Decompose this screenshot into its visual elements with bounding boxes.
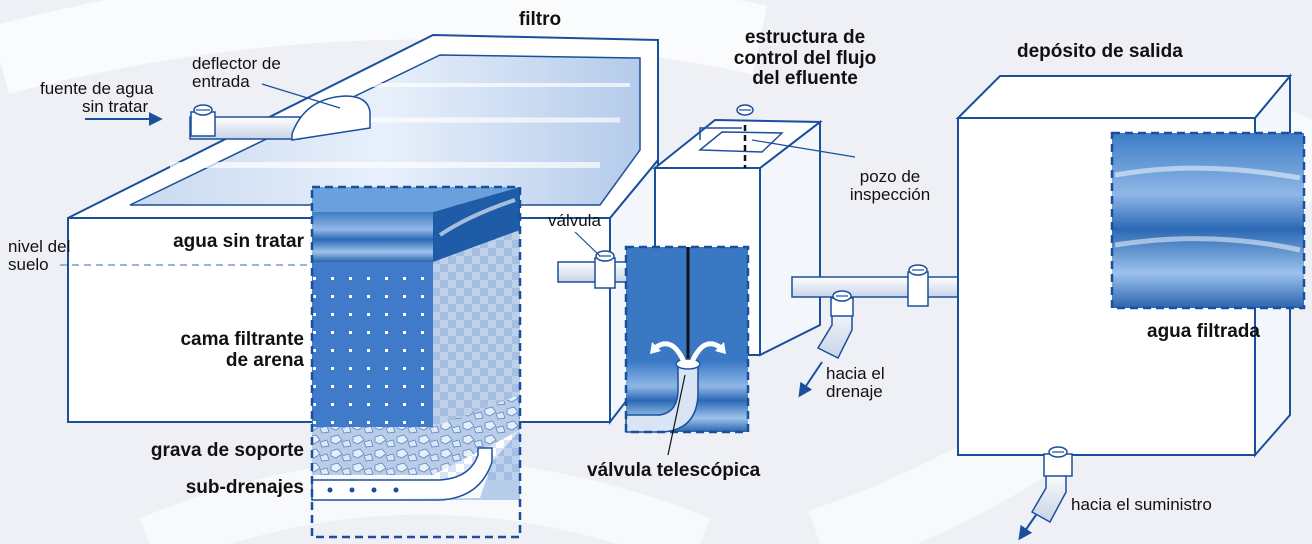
inlet-deflector	[291, 95, 371, 141]
telescopic-valve-cutaway	[624, 245, 750, 434]
support-gravel-layer	[312, 427, 433, 475]
valve-wheel-icon	[594, 250, 616, 289]
ground-level-label: nivel del suelo	[8, 237, 71, 275]
inlet-pipe	[85, 95, 371, 141]
label-line: drenaje	[826, 382, 883, 402]
label-line: cama filtrante	[180, 329, 304, 350]
to-supply-label: hacia el suministro	[1071, 495, 1212, 514]
label-line: de arena	[225, 349, 304, 371]
to-drain-label: hacia el drenaje	[826, 364, 885, 402]
outlet-pipe	[557, 261, 629, 283]
filtered-water-label: agua filtrada	[1147, 321, 1260, 342]
sand-bed-label: cama filtrante de arena	[120, 329, 304, 371]
inlet-deflector-label: deflector de entrada	[192, 54, 281, 92]
inspection-leader-line	[751, 139, 856, 158]
flow-control-title-line: del efluente	[752, 68, 858, 90]
raw-water-source-label: fuente de agua sin tratar	[40, 79, 154, 117]
support-gravel-label: grava de soporte	[150, 440, 304, 461]
flow-control-title-line: control del flujo	[733, 47, 877, 69]
outlet-tank-title: depósito de salida	[1017, 41, 1183, 62]
label-line: sin tratar	[82, 97, 149, 117]
filtered-water-cutaway	[1112, 133, 1304, 308]
valve-wheel-icon	[736, 104, 754, 116]
deflector-leader-line	[261, 83, 341, 109]
flow-arrow-icon	[653, 341, 687, 364]
label-line: entrada	[192, 72, 250, 92]
filter-title: filtro	[518, 9, 562, 30]
telescopic-valve-label: válvula telescópica	[587, 460, 761, 481]
valve-leader-line	[574, 231, 601, 257]
inspection-well-label: pozo de inspección	[820, 167, 960, 205]
telescopic-valve-leader-line	[667, 374, 686, 456]
inspection-hatch	[697, 131, 784, 153]
label-line: suelo	[8, 255, 49, 275]
filter-cutaway	[310, 185, 522, 539]
flow-control-title-line: estructura de	[744, 27, 866, 48]
flow-arrow-icon	[689, 341, 723, 364]
label-line: hacia el	[826, 364, 885, 383]
valve-wheel-icon	[907, 264, 929, 307]
valve-wheel-icon	[190, 104, 216, 137]
raw-water-layer	[312, 187, 520, 212]
sand-bed-layer	[312, 262, 433, 427]
label-line: pozo de	[859, 167, 921, 186]
label-line: deflector de	[192, 54, 281, 73]
valve-wheel-icon	[1043, 446, 1073, 477]
outlet-tank	[955, 73, 1306, 458]
label-line: inspección	[849, 185, 931, 205]
valve-wheel-icon	[830, 290, 854, 317]
label-line: fuente de agua	[40, 79, 154, 98]
valve-label: válvula	[548, 211, 601, 230]
underdrain-pipe	[311, 447, 493, 501]
raw-water-label: agua sin tratar	[173, 231, 304, 252]
background-arc	[0, 0, 768, 94]
label-line: nivel del	[8, 237, 71, 256]
flow-control-title: estructura de control del flujo del eflu…	[690, 27, 920, 90]
underdrains-label: sub-drenajes	[185, 477, 304, 498]
